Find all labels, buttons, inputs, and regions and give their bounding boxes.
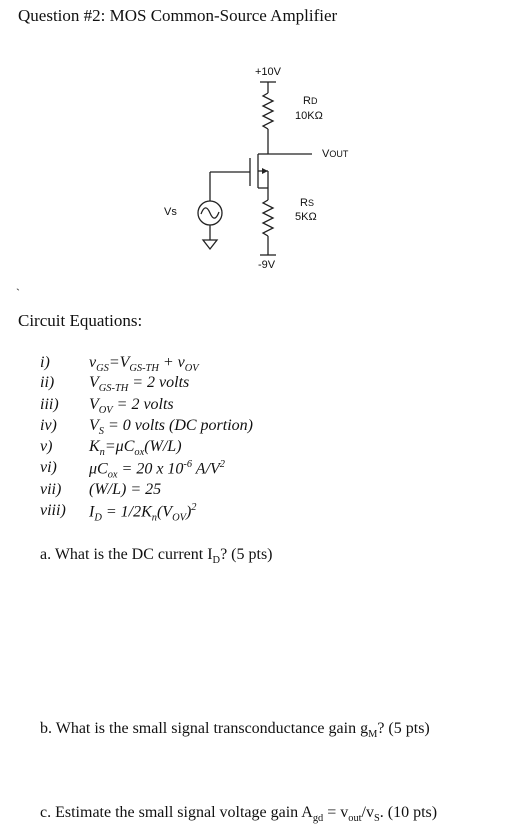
- rs-resistor: [261, 199, 275, 237]
- page-title: Question #2: MOS Common-Source Amplifier: [18, 6, 338, 25]
- equation-vi: μCox = 20 x 10-6 A/V2: [89, 459, 225, 481]
- equation-number: iii): [40, 396, 59, 413]
- stray-mark: `: [16, 286, 20, 300]
- body-arrow-icon: [262, 168, 268, 174]
- equation-number: v): [40, 438, 53, 455]
- equation-ii: VGS-TH = 2 volts: [89, 374, 190, 395]
- equation-number: ii): [40, 374, 55, 391]
- vs-sine: [200, 207, 220, 219]
- equation-number: vii): [40, 481, 62, 498]
- equation-viii: ID = 1/2Kn(VOV)2: [89, 502, 197, 524]
- vout-label: VOUT: [322, 148, 349, 160]
- rd-resistor: [261, 92, 275, 130]
- question-c: c. Estimate the small signal voltage gai…: [40, 804, 438, 825]
- vs-label: Vs: [164, 206, 177, 218]
- equation-i: vGS=VGS-TH + vOV: [89, 354, 199, 375]
- equation-iv: VS = 0 volts (DC portion): [89, 417, 253, 438]
- circuit-diagram: [197, 81, 312, 256]
- ground-icon: [201, 239, 219, 251]
- equation-number: iv): [40, 417, 57, 434]
- equation-number: i): [40, 354, 50, 371]
- question-b: b. What is the small signal transconduct…: [40, 720, 430, 741]
- equation-number: vi): [40, 459, 57, 476]
- supply-bottom-label: -9V: [258, 259, 276, 271]
- question-a: a. What is the DC current ID? (5 pts): [40, 546, 273, 567]
- rd-value: 10KΩ: [295, 110, 323, 122]
- equation-v: Kn=μCox(W/L): [89, 438, 182, 459]
- equation-vii: (W/L) = 25: [89, 481, 162, 498]
- equations-heading: Circuit Equations:: [18, 311, 143, 330]
- equation-number: viii): [40, 502, 66, 519]
- supply-top-label: +10V: [255, 66, 281, 78]
- equation-iii: VOV = 2 volts: [89, 396, 174, 417]
- rs-value: 5KΩ: [295, 211, 317, 223]
- rs-label: RS: [300, 197, 314, 209]
- rd-label: RD: [303, 95, 318, 107]
